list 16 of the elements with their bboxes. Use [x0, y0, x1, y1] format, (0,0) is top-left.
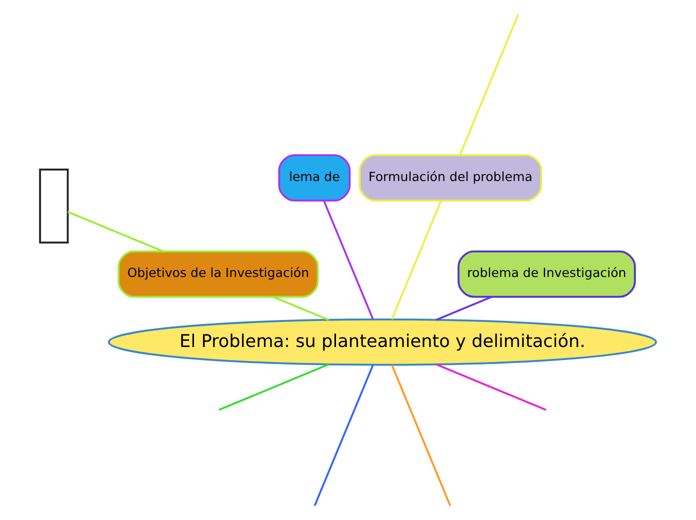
connector — [218, 364, 330, 411]
connector — [272, 296, 330, 321]
node-box: Formulación del problema — [358, 154, 542, 202]
connector — [391, 200, 442, 320]
connector — [436, 364, 546, 411]
node-ellipse: El Problema: su planteamiento y delimitación. — [108, 318, 657, 366]
connector — [67, 210, 164, 252]
connector — [436, 296, 492, 321]
node-box — [39, 168, 69, 244]
node-box: Objetivos de la Investigación — [118, 250, 319, 298]
connector — [323, 200, 374, 320]
node-box: roblema de Investigación — [458, 250, 636, 298]
connector — [459, 14, 520, 156]
connector — [391, 364, 452, 506]
node-box: lema de — [278, 154, 351, 202]
connector — [314, 364, 374, 506]
